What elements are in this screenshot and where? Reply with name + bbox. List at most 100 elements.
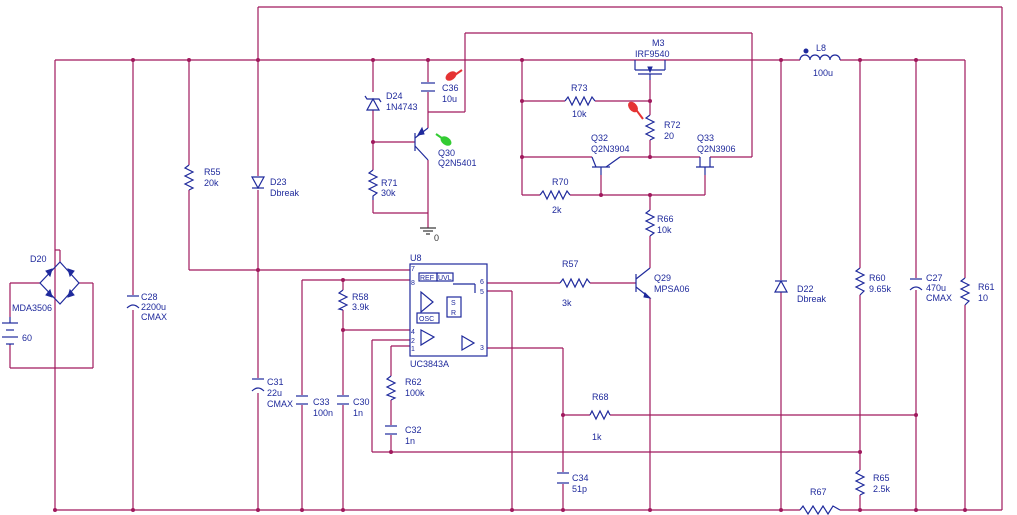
zener-d24[interactable]: D24 1N4743 <box>364 91 418 112</box>
c33-value: 100n <box>313 408 333 418</box>
r58-value: 3.9k <box>352 302 370 312</box>
transistor-q32[interactable]: Q32 Q2N3904 <box>591 133 630 175</box>
current-probe-q30[interactable] <box>435 133 453 148</box>
r73-ref: R73 <box>571 83 588 93</box>
r58-ref: R58 <box>352 292 369 302</box>
resistor-r70[interactable]: R70 2k <box>539 177 571 215</box>
ic-u8[interactable]: U8 UC3843A REF UVL S R OSC 7 8 4 2 1 6 5… <box>409 253 488 369</box>
voltage-source[interactable]: 60 <box>2 317 32 345</box>
diode-d22[interactable]: D22 Dbreak <box>773 279 827 304</box>
resistor-r73[interactable]: R73 10k <box>564 83 596 119</box>
u8-pin5: 5 <box>480 289 484 296</box>
capacitor-c27[interactable]: C27 470u CMAX <box>909 273 952 303</box>
capacitor-c30[interactable]: C30 1n <box>337 395 370 418</box>
c32-value: 1n <box>405 436 415 446</box>
r62-value: 100k <box>405 388 425 398</box>
c34-ref: C34 <box>572 473 589 483</box>
probe-tip <box>628 101 638 113</box>
junctions <box>53 58 967 512</box>
r57-value: 3k <box>562 298 572 308</box>
r70-value: 2k <box>552 205 562 215</box>
r55-value: 20k <box>204 178 219 188</box>
r55-ref: R55 <box>204 167 221 177</box>
q29-ref: Q29 <box>654 273 671 283</box>
transistor-q29[interactable]: Q29 MPSA06 <box>635 267 690 299</box>
c28-extra: CMAX <box>141 312 167 322</box>
transistor-q33[interactable]: Q33 Q2N3906 <box>696 133 736 175</box>
resistor-r71[interactable]: R71 30k <box>367 169 398 200</box>
resistor-r62[interactable]: R62 100k <box>385 375 425 401</box>
l8-ref: L8 <box>816 43 826 53</box>
c28-value: 2200u <box>141 302 166 312</box>
c31-value: 22u <box>267 388 282 398</box>
resistor-r65[interactable]: R65 2.5k <box>854 469 891 496</box>
u8-uvl-block: UVL <box>438 275 452 282</box>
q33-ref: Q33 <box>697 133 714 143</box>
u8-osc-block: OSC <box>419 316 434 323</box>
u8-pin7: 7 <box>411 266 415 273</box>
r62-ref: R62 <box>405 377 422 387</box>
r60-ref: R60 <box>869 273 886 283</box>
u8-pin6: 6 <box>480 279 484 286</box>
d24-ref: D24 <box>386 91 403 101</box>
d23-ref: D23 <box>270 177 287 187</box>
m3-ref: M3 <box>652 38 665 48</box>
c27-value: 470u <box>926 283 946 293</box>
resistor-r66[interactable]: R66 10k <box>644 209 674 237</box>
c31-extra: CMAX <box>267 399 293 409</box>
r72-ref: R72 <box>664 120 681 130</box>
r60-value: 9.65k <box>869 284 892 294</box>
r68-value: 1k <box>592 432 602 442</box>
resistor-r55[interactable]: R55 20k <box>183 164 221 191</box>
c27-ref: C27 <box>926 273 943 283</box>
diode-d23[interactable]: D23 Dbreak <box>250 176 300 198</box>
resistor-r67[interactable]: R67 <box>799 487 841 515</box>
m3-value: IRF9540 <box>635 49 670 59</box>
u8-value: UC3843A <box>410 359 449 369</box>
r61-value: 10 <box>978 293 988 303</box>
capacitor-c28[interactable]: C28 2200u CMAX <box>126 292 167 322</box>
resistor-r58[interactable]: R58 3.9k <box>337 289 370 312</box>
c28-ref: C28 <box>141 292 158 302</box>
c36-value: 10u <box>442 94 457 104</box>
q30-ref: Q30 <box>438 148 455 158</box>
r61-ref: R61 <box>978 282 995 292</box>
d24-value: 1N4743 <box>386 102 418 112</box>
inductor-l8[interactable]: L8 100u <box>799 43 841 78</box>
u8-pin3: 3 <box>480 345 484 352</box>
capacitor-c32[interactable]: C32 1n <box>385 425 422 446</box>
c30-value: 1n <box>353 408 363 418</box>
c34-value: 51p <box>572 484 587 494</box>
resistor-r60[interactable]: R60 9.65k <box>854 267 892 296</box>
capacitor-c34[interactable]: C34 51p <box>557 472 589 494</box>
r71-ref: R71 <box>381 178 398 188</box>
c32-ref: C32 <box>405 425 422 435</box>
r68-ref: R68 <box>592 392 609 402</box>
u8-sr-s: S <box>451 300 456 307</box>
q33-value: Q2N3906 <box>697 144 736 154</box>
u8-ref: U8 <box>410 253 422 263</box>
transistor-q30[interactable]: Q30 Q2N5401 <box>414 126 477 168</box>
voltage-probe-r72[interactable] <box>626 100 644 120</box>
capacitor-c31[interactable]: C31 22u CMAX <box>251 377 293 409</box>
q32-value: Q2N3904 <box>591 144 630 154</box>
c30-ref: C30 <box>353 397 370 407</box>
diode-bridge-d20[interactable]: D20 MDA3506 <box>12 254 80 313</box>
resistor-r57[interactable]: R57 3k <box>559 259 591 308</box>
r66-ref: R66 <box>657 214 674 224</box>
d20-ref: D20 <box>30 254 47 264</box>
resistor-r68[interactable]: R68 1k <box>589 392 611 442</box>
capacitor-c36[interactable]: C36 10u <box>421 82 459 104</box>
r57-ref: R57 <box>562 259 579 269</box>
wires <box>9 6 1003 511</box>
voltage-probe-c36[interactable] <box>444 69 463 82</box>
resistor-r72[interactable]: R72 20 <box>644 114 681 141</box>
resistor-r61[interactable]: R61 10 <box>959 277 995 306</box>
source-value: 60 <box>22 333 32 343</box>
mosfet-m3[interactable]: M3 IRF9540 <box>634 38 670 80</box>
q30-value: Q2N5401 <box>438 158 477 168</box>
d20-value: MDA3506 <box>12 303 52 313</box>
r70-ref: R70 <box>552 177 569 187</box>
capacitor-c33[interactable]: C33 100n <box>296 395 333 418</box>
